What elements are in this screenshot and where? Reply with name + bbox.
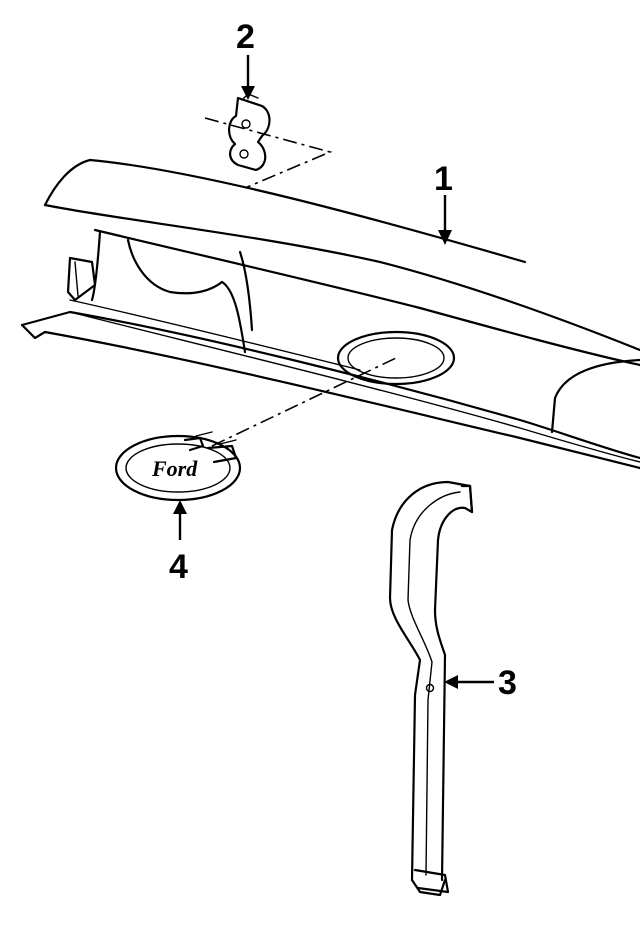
callout-3: 3 [498,664,517,702]
ford-emblem: Ford [114,431,242,502]
callout-arrows [173,55,494,689]
callout-4: 4 [169,548,188,586]
emblem-logo-text: Ford [151,456,198,481]
leader-lines [204,117,397,447]
latch-striker [228,93,271,172]
support-bracket [388,480,474,897]
callout-2: 2 [236,18,255,56]
trim-panel [20,158,640,470]
callout-1: 1 [434,160,453,198]
